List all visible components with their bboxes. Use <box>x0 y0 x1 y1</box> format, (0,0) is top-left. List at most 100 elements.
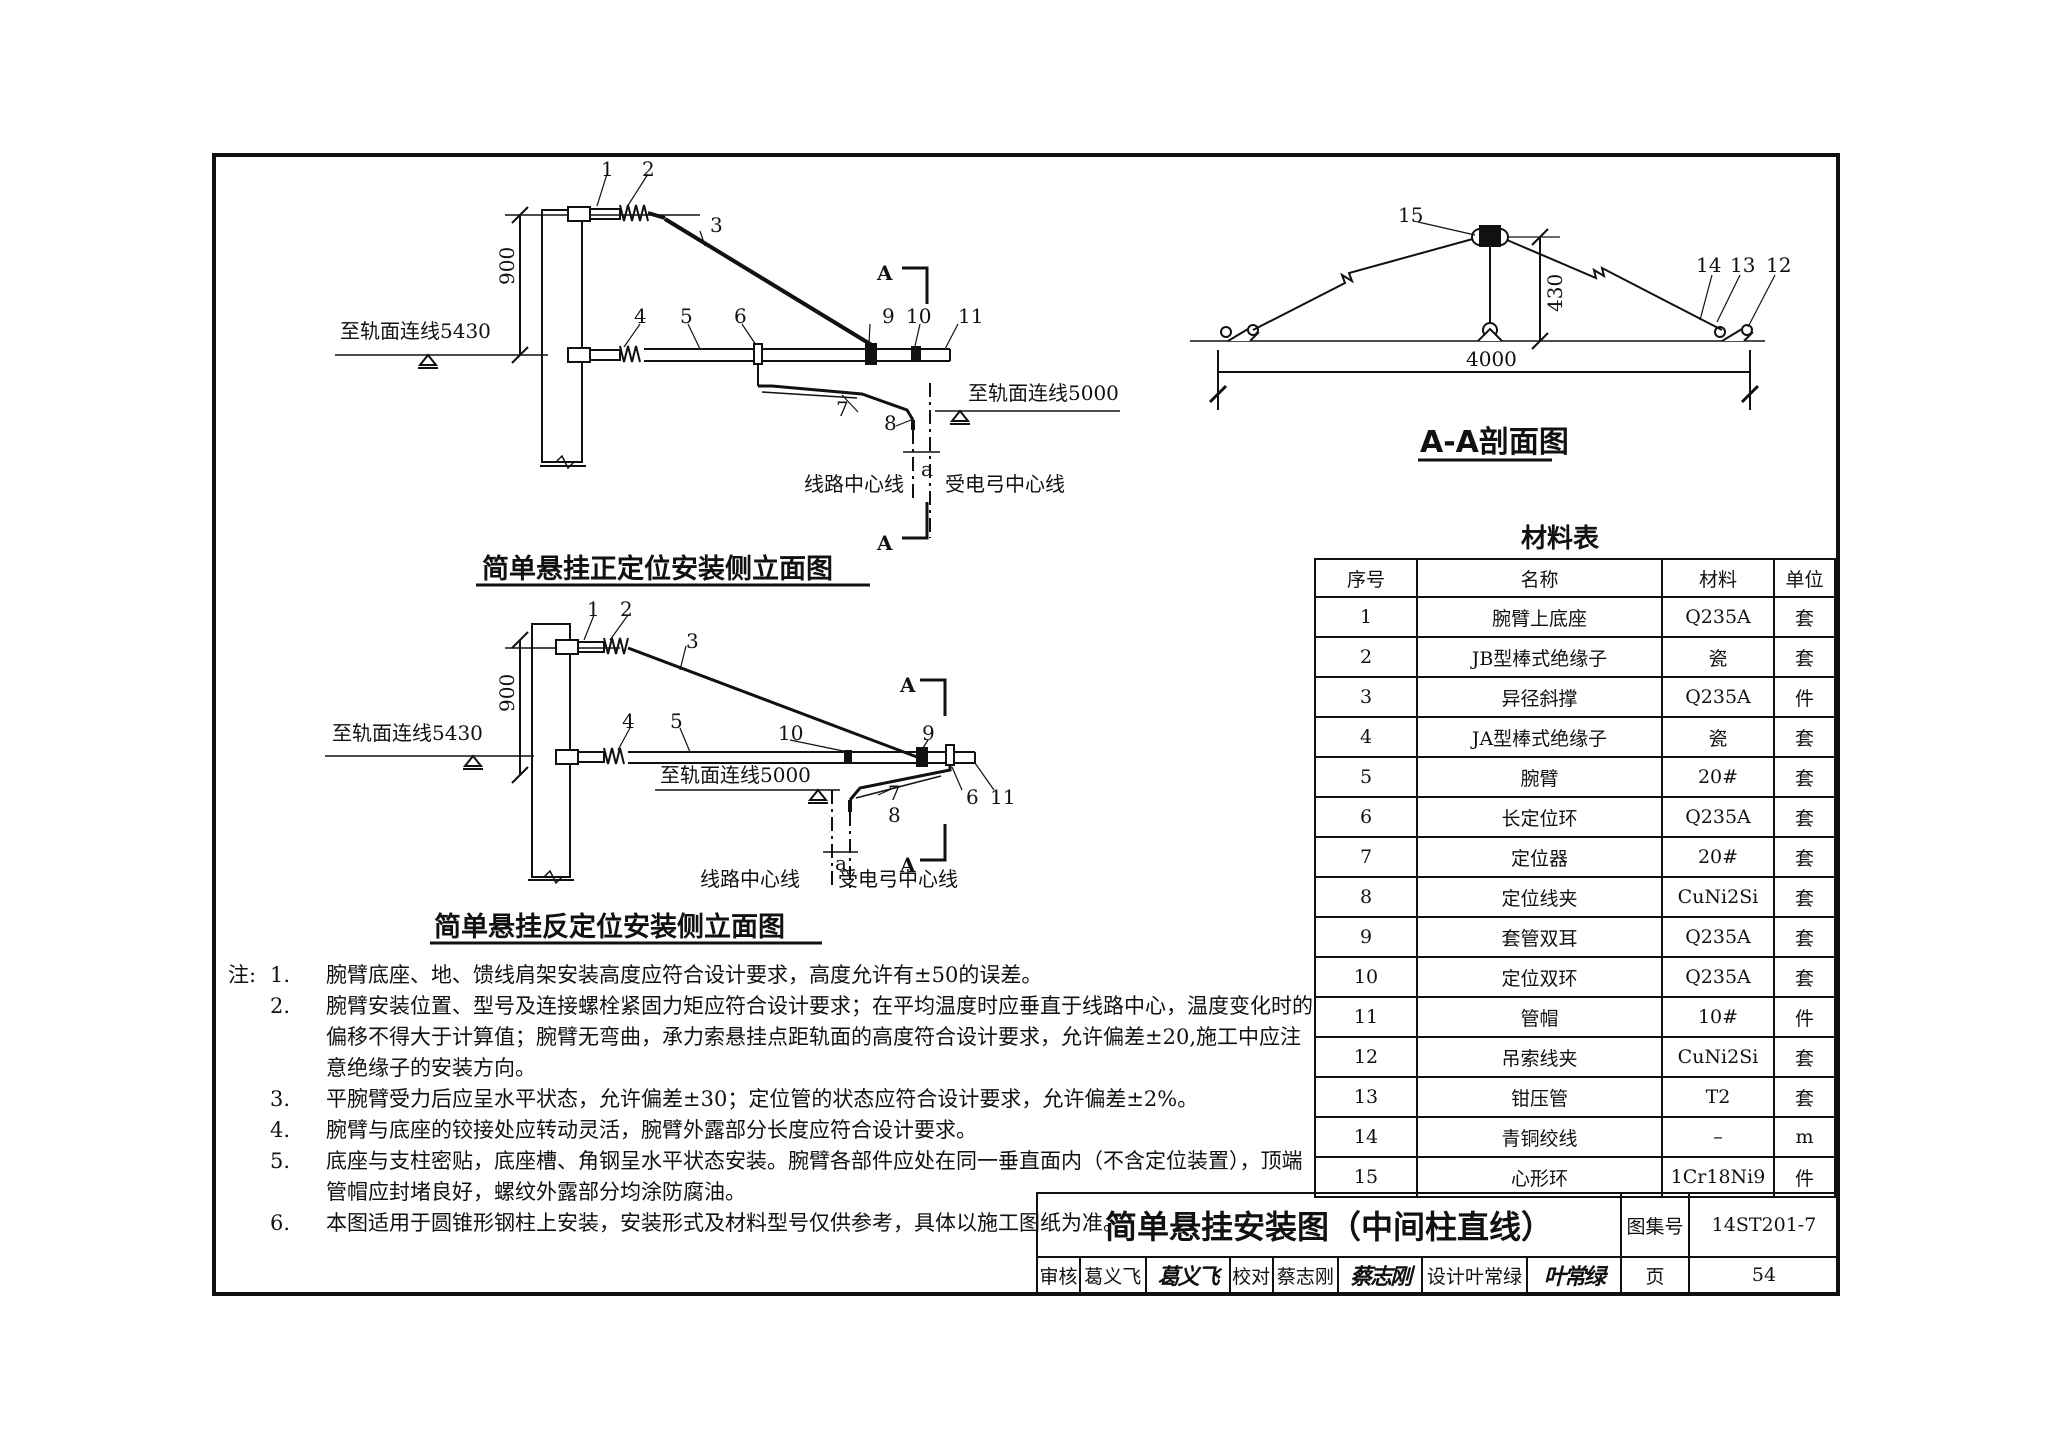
materials-cell-unit: 套 <box>1773 756 1836 798</box>
note-text: 腕臂安装位置、型号及连接螺栓紧固力矩应符合设计要求；在平均温度时应垂直于线路中心… <box>326 994 1313 1080</box>
reverse-pantograph-center: 受电弓中心线 <box>838 867 958 891</box>
front-callout-11: 11 <box>958 304 983 328</box>
front-callout-8: 8 <box>884 411 897 435</box>
front-callout-5: 5 <box>680 304 693 328</box>
front-dim-900: 900 <box>495 247 519 285</box>
materials-title: 材料表 <box>1520 524 1599 554</box>
materials-cell-unit: 套 <box>1773 836 1836 878</box>
reverse-callout-9: 9 <box>922 721 935 745</box>
note-item: 4.腕臂与底座的铰接处应转动灵活，腕臂外露部分长度应符合设计要求。 <box>228 1115 1318 1146</box>
materials-cell-name: 套管双耳 <box>1416 916 1663 958</box>
reverse-callout-8: 8 <box>888 803 901 827</box>
reverse-elevation <box>325 614 995 890</box>
materials-cell-unit: 套 <box>1773 1076 1836 1118</box>
reverse-callout-7: 7 <box>888 781 901 805</box>
materials-cell-unit: 套 <box>1773 716 1836 758</box>
materials-cell-name: 定位器 <box>1416 836 1663 878</box>
front-callout-2: 2 <box>642 157 655 181</box>
materials-cell-name: 腕臂上底座 <box>1416 596 1663 638</box>
designer-signature: 叶常绿 <box>1525 1256 1623 1294</box>
title-block: 简单悬挂安装图（中间柱直线） 图集号 14ST201-7 审核 葛义飞 葛义飞 … <box>1035 1192 1840 1294</box>
reverse-section-mark-bottom: A <box>899 853 916 877</box>
materials-cell-unit: 件 <box>1773 996 1836 1038</box>
materials-cell-name: 青铜绞线 <box>1416 1116 1663 1158</box>
materials-cell-name: 管帽 <box>1416 996 1663 1038</box>
design-label: 设计 <box>1426 1265 1465 1288</box>
front-callout-7: 7 <box>836 397 849 421</box>
front-callout-9: 9 <box>882 304 895 328</box>
note-text: 腕臂与底座的铰接处应转动灵活，腕臂外露部分长度应符合设计要求。 <box>326 1118 977 1142</box>
reverse-callout-6: 6 <box>966 785 979 809</box>
front-a-mark: a <box>921 457 933 481</box>
reverse-title: 简单悬挂反定位安装侧立面图 <box>434 911 785 943</box>
materials-cell-no: 1 <box>1314 596 1418 638</box>
materials-cell-name: 定位双环 <box>1416 956 1663 998</box>
materials-header-row: 序号 名称 材料 单位 <box>1314 558 1836 598</box>
materials-cell-no: 7 <box>1314 836 1418 878</box>
materials-cell-material: Q235A <box>1661 796 1775 838</box>
note-text: 底座与支柱密贴，底座槽、角钢呈水平状态安装。腕臂各部件应处在同一垂直面内（不含定… <box>326 1149 1303 1204</box>
materials-cell-no: 14 <box>1314 1116 1418 1158</box>
reverse-section-mark-top: A <box>899 673 916 697</box>
notes-prefix: 注: <box>228 963 257 987</box>
notes-prefix-spacer <box>228 1084 270 1115</box>
materials-cell-material: Q235A <box>1661 676 1775 718</box>
reverse-callout-1: 1 <box>587 597 600 621</box>
section-callout-13: 13 <box>1730 253 1755 277</box>
front-callout-10: 10 <box>906 304 931 328</box>
section-title: A-A剖面图 <box>1420 425 1569 460</box>
section-dim-4000: 4000 <box>1466 347 1517 371</box>
materials-cell-no: 9 <box>1314 916 1418 958</box>
reverse-a-mark: a <box>835 851 847 875</box>
materials-cell-unit: 套 <box>1773 876 1836 918</box>
check-label: 校对 <box>1228 1256 1274 1294</box>
materials-cell-material: 1Cr18Ni9 <box>1661 1156 1775 1198</box>
materials-cell-no: 13 <box>1314 1076 1418 1118</box>
materials-cell-name: 定位线夹 <box>1416 876 1663 918</box>
drawing-frame <box>212 153 1840 1296</box>
notes-prefix-spacer <box>228 1146 270 1208</box>
materials-cell-name: 钳压管 <box>1416 1076 1663 1118</box>
note-item: 2.腕臂安装位置、型号及连接螺栓紧固力矩应符合设计要求；在平均温度时应垂直于线路… <box>228 991 1318 1084</box>
materials-cell-name: 心形环 <box>1416 1156 1663 1198</box>
materials-cell-no: 11 <box>1314 996 1418 1038</box>
checker-name: 蔡志刚 <box>1271 1256 1340 1294</box>
page-label: 页 <box>1620 1256 1690 1294</box>
materials-cell-no: 10 <box>1314 956 1418 998</box>
materials-cell-name: 吊索线夹 <box>1416 1036 1663 1078</box>
note-number: 5. <box>270 1149 291 1173</box>
section-aa <box>1190 221 1776 410</box>
front-callout-3: 3 <box>710 213 723 237</box>
note-number: 1. <box>270 963 291 987</box>
materials-cell-no: 5 <box>1314 756 1418 798</box>
materials-cell-no: 6 <box>1314 796 1418 838</box>
materials-cell-unit: 套 <box>1773 956 1836 998</box>
reverse-callout-2: 2 <box>620 597 633 621</box>
materials-cell-material: CuNi2Si <box>1661 1036 1775 1078</box>
materials-cell-material: T2 <box>1661 1076 1775 1118</box>
front-rail-5430: 至轨面连线5430 <box>340 319 491 343</box>
materials-cell-name: 异径斜撑 <box>1416 676 1663 718</box>
front-pantograph-center: 受电弓中心线 <box>945 472 1065 496</box>
materials-cell-unit: 套 <box>1773 916 1836 958</box>
materials-cell-material: Q235A <box>1661 916 1775 958</box>
front-callout-1: 1 <box>601 157 614 181</box>
front-callout-6: 6 <box>734 304 747 328</box>
page-number: 54 <box>1688 1256 1840 1294</box>
reverse-callout-5: 5 <box>670 709 683 733</box>
reverse-route-center: 线路中心线 <box>700 867 800 891</box>
materials-cell-name: JA型棒式绝缘子 <box>1416 716 1663 758</box>
section-callout-14: 14 <box>1696 253 1721 277</box>
notes-prefix-spacer <box>228 1115 270 1146</box>
reverse-callout-4: 4 <box>622 709 635 733</box>
